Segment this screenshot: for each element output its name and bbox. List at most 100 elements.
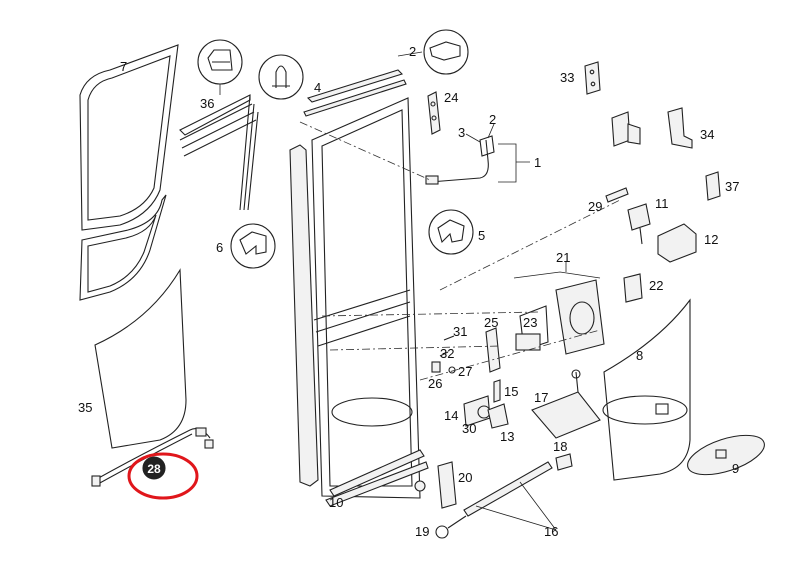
callout-6: 6 — [216, 240, 223, 255]
svg-text:15: 15 — [504, 384, 518, 399]
highlight-circle — [127, 452, 199, 500]
part-15-striker[interactable] — [493, 379, 501, 403]
svg-text:6: 6 — [216, 240, 223, 255]
callout-12: 12 — [704, 232, 718, 247]
svg-text:29: 29 — [588, 199, 602, 214]
callout-23: 23 — [523, 315, 537, 330]
callout-5: 5 — [478, 228, 485, 243]
callout-14: 14 — [444, 408, 458, 423]
door-frame[interactable] — [289, 97, 429, 507]
svg-text:17: 17 — [534, 390, 548, 405]
part-29-shim[interactable] — [439, 187, 629, 291]
svg-text:36: 36 — [200, 96, 214, 111]
callout-16: 16 — [544, 524, 558, 539]
part-13-block[interactable] — [487, 403, 509, 429]
svg-text:33: 33 — [560, 70, 574, 85]
callout-17: 17 — [534, 390, 548, 405]
callout-22: 22 — [649, 278, 663, 293]
callout-18: 18 — [553, 439, 567, 454]
callout-19: 19 — [415, 524, 429, 539]
part-1-rod-assembly[interactable] — [299, 121, 530, 185]
svg-text:16: 16 — [544, 524, 558, 539]
part-19-ball-joint[interactable] — [414, 480, 467, 539]
svg-text:2: 2 — [409, 44, 416, 59]
callout-8: 8 — [636, 348, 643, 363]
part-18-ball-joint[interactable] — [555, 453, 573, 471]
svg-text:11: 11 — [655, 196, 669, 211]
svg-text:32: 32 — [440, 346, 454, 361]
svg-text:26: 26 — [428, 376, 442, 391]
part-38-bracket[interactable] — [611, 111, 641, 147]
svg-text:34: 34 — [700, 127, 714, 142]
svg-text:9: 9 — [732, 461, 739, 476]
part-24-hinge-bracket[interactable] — [427, 91, 441, 135]
svg-text:30: 30 — [462, 421, 476, 436]
callout-24: 24 — [444, 90, 458, 105]
part-27-screw[interactable] — [448, 366, 456, 374]
part-34-bracket[interactable] — [667, 107, 693, 149]
svg-text:2: 2 — [489, 112, 496, 127]
part-36-seal-strip[interactable] — [179, 39, 259, 211]
svg-text:22: 22 — [649, 278, 663, 293]
svg-text:8: 8 — [636, 348, 643, 363]
part-33-plate[interactable] — [584, 61, 601, 95]
callout-25: 25 — [484, 315, 498, 330]
svg-text:10: 10 — [329, 495, 343, 510]
callout-31: 31 — [453, 324, 467, 339]
svg-text:35: 35 — [78, 400, 92, 415]
part-11-latch[interactable] — [627, 203, 651, 245]
svg-text:4: 4 — [314, 80, 321, 95]
callout-9: 9 — [732, 461, 739, 476]
callout-29: 29 — [588, 199, 602, 214]
callout-21: 21 — [556, 250, 570, 265]
part-8-outer-panel[interactable] — [602, 298, 691, 481]
alignment-lines — [321, 311, 601, 381]
part-4-clip[interactable] — [258, 54, 304, 100]
svg-text:37: 37 — [725, 179, 739, 194]
part-22-clip[interactable] — [623, 273, 643, 303]
svg-text:14: 14 — [444, 408, 458, 423]
callout-2-rod: 2 — [489, 112, 496, 127]
callout-11: 11 — [655, 196, 669, 211]
callout-36: 36 — [200, 96, 214, 111]
part-6-seal-profile[interactable] — [230, 223, 276, 269]
part-12-stop-block[interactable] — [657, 223, 697, 263]
callout-34: 34 — [700, 127, 714, 142]
part-23-switch[interactable] — [515, 333, 541, 351]
part-5-seal-profile[interactable] — [428, 209, 474, 255]
callout-35: 35 — [78, 400, 92, 415]
part-17-mount-plate[interactable] — [531, 369, 601, 439]
part-16-gas-strut[interactable] — [463, 461, 557, 531]
part-9-emblem[interactable] — [683, 427, 769, 482]
part-26-clip[interactable] — [431, 361, 441, 373]
svg-text:7: 7 — [120, 59, 127, 74]
callout-30: 30 — [462, 421, 476, 436]
part-31-pin[interactable] — [443, 335, 455, 341]
svg-text:3: 3 — [458, 125, 465, 140]
part-20-bracket[interactable] — [437, 461, 457, 509]
callout-32: 32 — [440, 346, 454, 361]
callout-13: 13 — [500, 429, 514, 444]
svg-text:13: 13 — [500, 429, 514, 444]
svg-text:1: 1 — [534, 155, 541, 170]
part-32-pin[interactable] — [439, 351, 449, 357]
part-2-top-strip[interactable] — [303, 29, 469, 117]
callout-15: 15 — [504, 384, 518, 399]
callout-28: 28 — [147, 462, 161, 476]
svg-text:12: 12 — [704, 232, 718, 247]
callout-27: 27 — [458, 364, 472, 379]
callout-3: 3 — [458, 125, 465, 140]
svg-text:23: 23 — [523, 315, 537, 330]
part-28-wiring-harness[interactable]: 28 — [91, 427, 214, 487]
callout-7: 7 — [120, 59, 127, 74]
svg-text:21: 21 — [556, 250, 570, 265]
svg-text:25: 25 — [484, 315, 498, 330]
svg-text:18: 18 — [553, 439, 567, 454]
part-7-glass-pane[interactable] — [79, 44, 179, 301]
part-25-bracket[interactable] — [485, 327, 501, 373]
svg-text:5: 5 — [478, 228, 485, 243]
part-21-lock-assembly[interactable] — [513, 262, 605, 355]
part-35-lower-panel[interactable] — [94, 268, 187, 449]
callout-1: 1 — [534, 155, 541, 170]
part-37-plate[interactable] — [705, 171, 721, 201]
